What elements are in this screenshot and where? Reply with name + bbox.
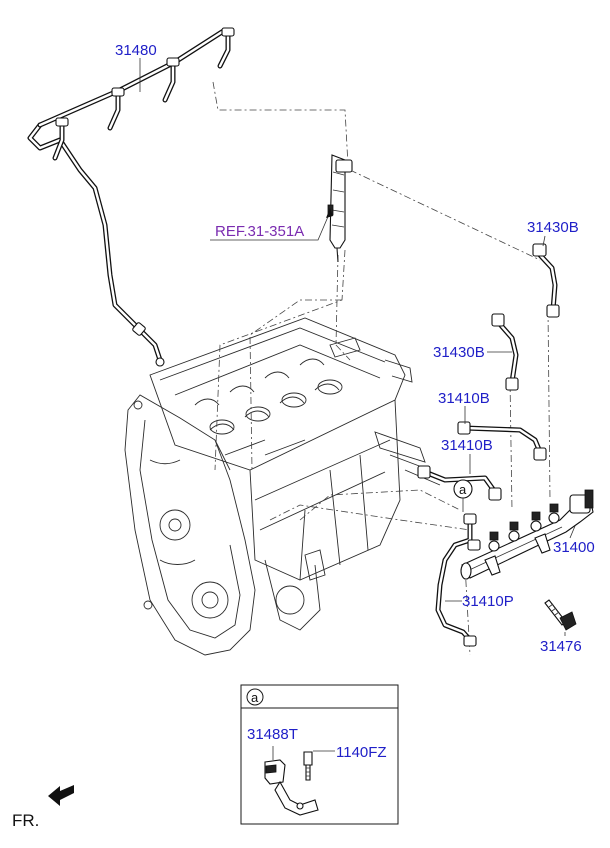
label-return-hose: 31480 — [115, 42, 157, 59]
injector-pipe-31410b-upper — [457, 421, 547, 461]
callout-letter-a: a — [459, 482, 467, 497]
high-pressure-feed-pipe-31410p — [435, 513, 481, 647]
front-arrow-icon — [48, 785, 74, 806]
label-injector-reference: REF.31-351A — [215, 223, 304, 240]
label-common-rail: 31400 — [553, 539, 595, 556]
label-pipe-31410b-upper: 31410B — [438, 390, 490, 407]
label-pipe-31410b-lower: 31410B — [441, 437, 493, 454]
label-bolt: 31476 — [540, 638, 582, 655]
engine-assembly — [124, 317, 441, 656]
injector-pipe-31430b-right — [532, 243, 560, 318]
fuel-return-hose-31480 — [27, 27, 235, 367]
label-pipe-31430b-middle: 31430B — [433, 344, 485, 361]
bolt-31476 — [544, 599, 577, 631]
detail-box-header-letter: a — [251, 690, 259, 705]
label-front: FR. — [12, 811, 39, 830]
label-detail-bolt: 1140FZ — [336, 744, 387, 761]
common-rail-31400 — [460, 489, 594, 580]
fuel-injector — [327, 154, 353, 263]
detail-box-a — [240, 684, 399, 825]
label-bracket: 31488T — [247, 726, 298, 743]
front-direction-marker — [48, 785, 74, 806]
injector-pipe-31430b-middle — [491, 313, 519, 391]
injector-pipe-31410b-lower — [417, 465, 502, 501]
label-feed-pipe: 31410P — [462, 593, 514, 610]
assembly-leader-lines — [212, 81, 551, 656]
label-pipe-31430b-right: 31430B — [527, 219, 579, 236]
